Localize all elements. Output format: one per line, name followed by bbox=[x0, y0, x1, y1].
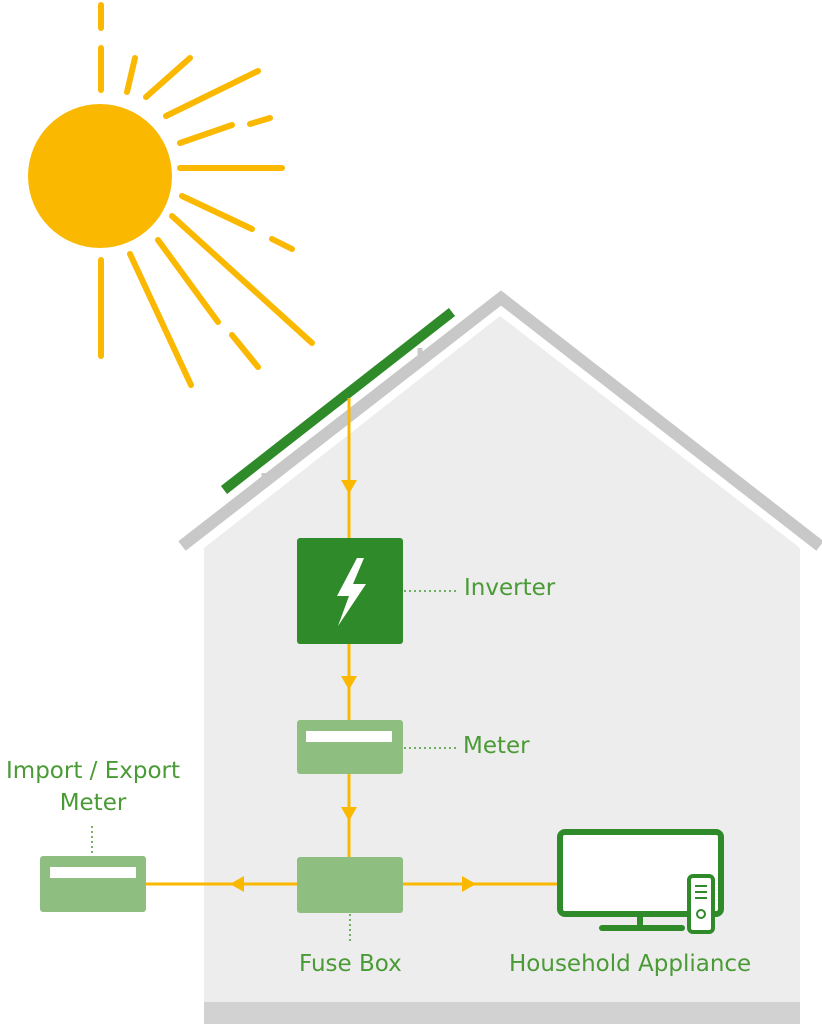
house-foundation bbox=[204, 1002, 800, 1024]
solar-panel bbox=[220, 308, 456, 494]
lightning-bolt-icon bbox=[337, 558, 366, 626]
import-export-meter-label-line1: Import / Export bbox=[6, 758, 180, 784]
television-with-remote-icon bbox=[557, 829, 724, 934]
import-export-meter-label-line2: Meter bbox=[59, 790, 127, 817]
household-appliance-label: Household Appliance bbox=[509, 951, 752, 977]
fuse-box-label: Fuse Box bbox=[299, 951, 402, 977]
import-export-meter-box bbox=[40, 856, 146, 912]
inverter-box bbox=[297, 538, 403, 644]
fuse-box bbox=[297, 857, 403, 913]
flow-arrows bbox=[230, 480, 476, 892]
sun-icon bbox=[28, 2, 315, 388]
label-leaders bbox=[91, 590, 458, 944]
meter-box bbox=[297, 720, 403, 774]
inverter-label: Inverter bbox=[464, 575, 556, 601]
import-export-meter-label: Import / Export Meter bbox=[0, 758, 186, 817]
meter-label: Meter bbox=[463, 733, 530, 759]
house-roof bbox=[178, 290, 822, 551]
